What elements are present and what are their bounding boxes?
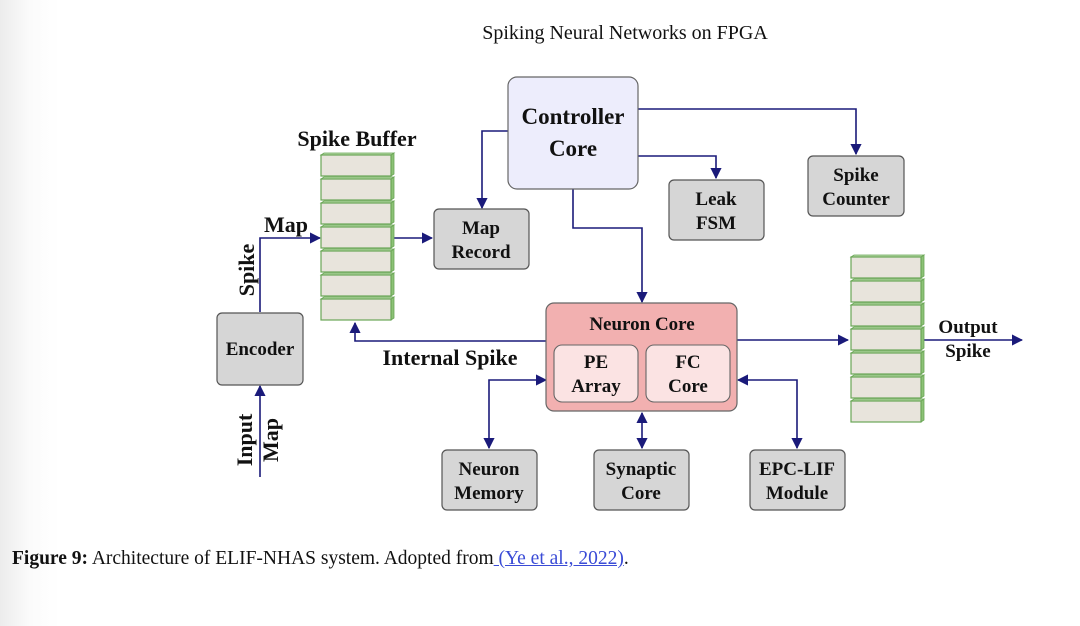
arrow-neuron-memory-link bbox=[483, 374, 548, 450]
caption-label: Figure 9: bbox=[12, 548, 89, 569]
svg-text:Controller: Controller bbox=[521, 104, 624, 129]
leak-fsm-block: Leak FSM bbox=[668, 179, 765, 241]
svg-text:Neuron: Neuron bbox=[459, 459, 520, 480]
spike-buffer-label: Spike Buffer bbox=[297, 126, 416, 151]
figure-caption: Figure 9: Architecture of ELIF-NHAS syst… bbox=[12, 548, 629, 570]
epc-lif-module-block: EPC-LIF Module bbox=[749, 449, 846, 511]
arrow-controller-to-spike-counter bbox=[638, 108, 862, 156]
spike-label: Spike bbox=[234, 243, 259, 296]
svg-text:Leak: Leak bbox=[695, 189, 737, 210]
arrow-controller-to-map-record bbox=[476, 130, 508, 210]
svg-text:Synaptic: Synaptic bbox=[606, 459, 677, 480]
buffer-cell bbox=[319, 248, 396, 273]
buffer-cell bbox=[319, 200, 396, 225]
svg-text:FC: FC bbox=[675, 352, 700, 373]
fc-core-block: FC Core bbox=[645, 344, 731, 403]
citation-link[interactable]: (Ye et al., 2022) bbox=[493, 548, 624, 569]
buffer-cell bbox=[849, 278, 926, 303]
buffer-cell bbox=[319, 152, 396, 177]
svg-text:PE: PE bbox=[584, 352, 608, 373]
internal-spike-label: Internal Spike bbox=[382, 345, 517, 370]
svg-text:Module: Module bbox=[766, 483, 828, 504]
buffer-cell bbox=[849, 350, 926, 375]
output-spike-label: Spike bbox=[945, 341, 990, 362]
buffer-cell bbox=[319, 224, 396, 249]
svg-text:Core: Core bbox=[549, 136, 597, 161]
arrow-controller-to-leak-fsm bbox=[638, 155, 722, 180]
buffer-cell bbox=[849, 302, 926, 327]
output-label: Output bbox=[938, 317, 998, 338]
arrow-internal-spike bbox=[349, 321, 546, 342]
input-label: Input bbox=[232, 413, 257, 466]
encoder-block: Encoder bbox=[216, 312, 304, 386]
buffer-cell bbox=[849, 254, 926, 279]
spike-buffer bbox=[319, 152, 396, 321]
neuron-memory-block: Neuron Memory bbox=[441, 449, 538, 511]
svg-text:Map: Map bbox=[462, 218, 500, 239]
neuron-core-block: Neuron Core PE Array FC Core bbox=[545, 302, 738, 412]
svg-text:Core: Core bbox=[621, 483, 661, 504]
svg-text:Encoder: Encoder bbox=[226, 339, 295, 360]
map-label: Map bbox=[264, 212, 308, 237]
buffer-cell bbox=[319, 176, 396, 201]
buffer-cell bbox=[319, 296, 396, 321]
svg-text:Array: Array bbox=[571, 376, 621, 397]
pe-array-block: PE Array bbox=[553, 344, 639, 403]
svg-text:Record: Record bbox=[451, 242, 511, 263]
buffer-cell bbox=[319, 272, 396, 297]
svg-text:Memory: Memory bbox=[454, 483, 524, 504]
spike-counter-block: Spike Counter bbox=[807, 155, 905, 217]
svg-text:Neuron Core: Neuron Core bbox=[589, 314, 694, 335]
svg-text:Spike: Spike bbox=[833, 165, 878, 186]
arrow-controller-to-neuron-core bbox=[572, 189, 648, 304]
controller-core-block: Controller Core bbox=[507, 76, 639, 190]
arrow-epc-lif-link bbox=[736, 374, 803, 450]
map-record-block: Map Record bbox=[433, 208, 530, 270]
svg-text:Counter: Counter bbox=[822, 189, 890, 210]
buffer-cell bbox=[849, 398, 926, 423]
synaptic-core-block: Synaptic Core bbox=[593, 449, 690, 511]
output-spike-buffer bbox=[849, 254, 926, 423]
input-map-label: Map bbox=[258, 418, 283, 462]
buffer-cell bbox=[849, 326, 926, 351]
page-header-title: Spiking Neural Networks on FPGA bbox=[482, 22, 768, 44]
arrow-encoder-to-spike-buffer bbox=[259, 232, 322, 312]
buffer-cell bbox=[849, 374, 926, 399]
caption-end: . bbox=[623, 548, 629, 569]
svg-text:FSM: FSM bbox=[696, 213, 736, 234]
svg-text:EPC-LIF: EPC-LIF bbox=[759, 459, 835, 480]
caption-text: Architecture of ELIF-NHAS system. Adopte… bbox=[88, 548, 494, 569]
svg-text:Core: Core bbox=[668, 376, 708, 397]
